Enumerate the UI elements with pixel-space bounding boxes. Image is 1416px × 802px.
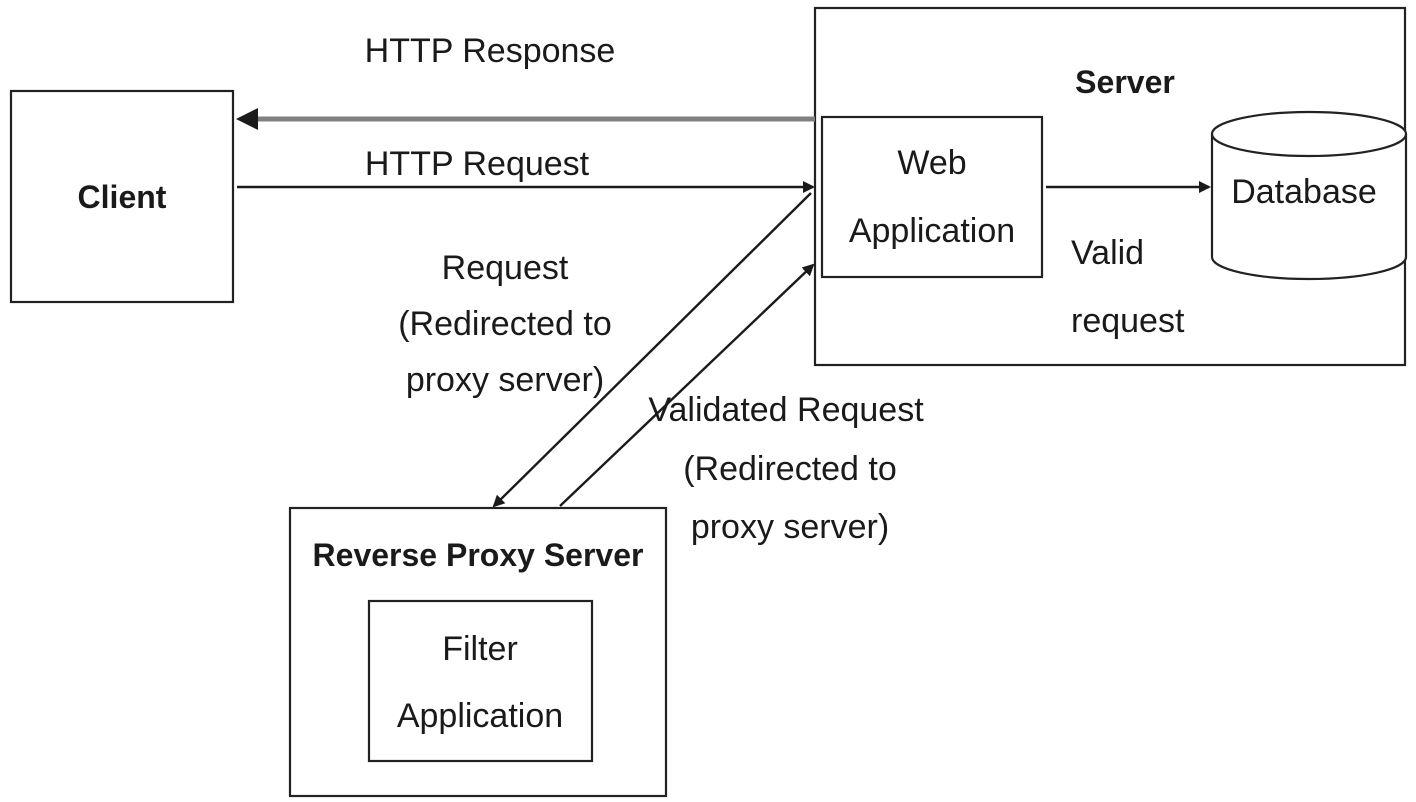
filter-application-box bbox=[367, 599, 594, 763]
web-application-label-line2: Application bbox=[849, 212, 1015, 250]
web-application-label-line1: Web bbox=[897, 144, 966, 182]
http-response-edge: HTTP Response bbox=[236, 32, 815, 130]
web-application-node: Web Application bbox=[820, 115, 1044, 279]
redirect-request-line bbox=[492, 192, 812, 508]
database-cylinder-top bbox=[1210, 110, 1408, 158]
filter-application-node: Filter Application bbox=[367, 599, 594, 763]
redirect-request-label-line2: (Redirected to bbox=[398, 305, 612, 343]
redirect-request-edge: Request (Redirected to proxy server) bbox=[398, 192, 812, 508]
client-node: Client bbox=[9, 89, 235, 304]
valid-request-edge: Valid request bbox=[1046, 181, 1211, 340]
database-label: Database bbox=[1231, 173, 1377, 211]
database-cylinder-body bbox=[1210, 134, 1408, 281]
redirect-request-label-line3: proxy server) bbox=[406, 361, 604, 399]
reverse-proxy-label: Reverse Proxy Server bbox=[313, 537, 644, 573]
http-response-arrowhead bbox=[236, 108, 258, 130]
filter-application-label-line1: Filter bbox=[442, 630, 518, 668]
validated-request-label-line3: proxy server) bbox=[691, 508, 889, 546]
http-response-label: HTTP Response bbox=[365, 32, 616, 70]
database-node: Database bbox=[1210, 110, 1408, 281]
validated-request-label-line1: Validated Request bbox=[648, 391, 924, 429]
http-request-edge: HTTP Request bbox=[237, 145, 815, 193]
filter-application-label-line2: Application bbox=[397, 697, 563, 735]
redirect-request-label-line1: Request bbox=[442, 249, 569, 287]
server-label: Server bbox=[1075, 64, 1175, 100]
validated-request-edge: Validated Request (Redirected to proxy s… bbox=[559, 263, 924, 546]
client-label: Client bbox=[78, 179, 167, 215]
http-request-label: HTTP Request bbox=[365, 145, 590, 183]
validated-request-line bbox=[559, 263, 815, 507]
valid-request-label-line2: request bbox=[1071, 302, 1185, 340]
valid-request-label-line1: Valid bbox=[1071, 234, 1144, 272]
client-box bbox=[9, 89, 235, 304]
validated-request-label-line2: (Redirected to bbox=[683, 450, 897, 488]
web-application-box bbox=[820, 115, 1044, 279]
